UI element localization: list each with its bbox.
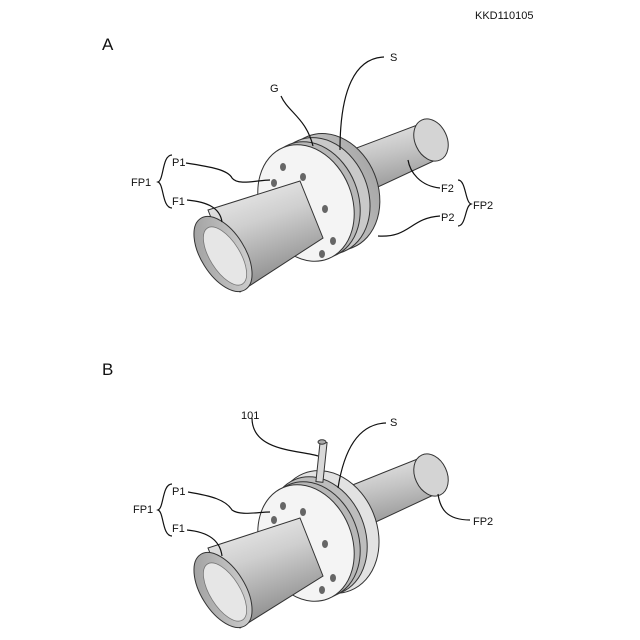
figure-a-label-f2: F2 — [441, 183, 454, 195]
figure-b-label-p1: P1 — [172, 486, 185, 498]
figure-a-label-f1: F1 — [172, 196, 185, 208]
figure-b-label-fp2: FP2 — [473, 516, 493, 528]
figure-a-label-p2: P2 — [441, 212, 454, 224]
figure-a-label-g: G — [270, 83, 279, 95]
figure-a: A — [102, 35, 493, 301]
figure-a-label-fp2: FP2 — [473, 200, 493, 212]
figure-a-front-pipe — [182, 181, 323, 301]
figure-a-panel-label: A — [102, 35, 114, 54]
figure-a-label-fp1: FP1 — [131, 177, 151, 189]
figure-b-label-fp1: FP1 — [133, 504, 153, 516]
figure-b-label-f1: F1 — [172, 523, 185, 535]
figure-b: B — [102, 360, 493, 637]
figure-a-label-s: S — [390, 52, 397, 64]
figure-b-panel-label: B — [102, 360, 113, 379]
document-id: KKD110105 — [475, 10, 534, 22]
figure-b-label-s: S — [390, 417, 397, 429]
figure-b-label-101: 101 — [241, 410, 259, 422]
figure-a-label-p1: P1 — [172, 157, 185, 169]
figure-b-front-pipe — [182, 518, 323, 637]
